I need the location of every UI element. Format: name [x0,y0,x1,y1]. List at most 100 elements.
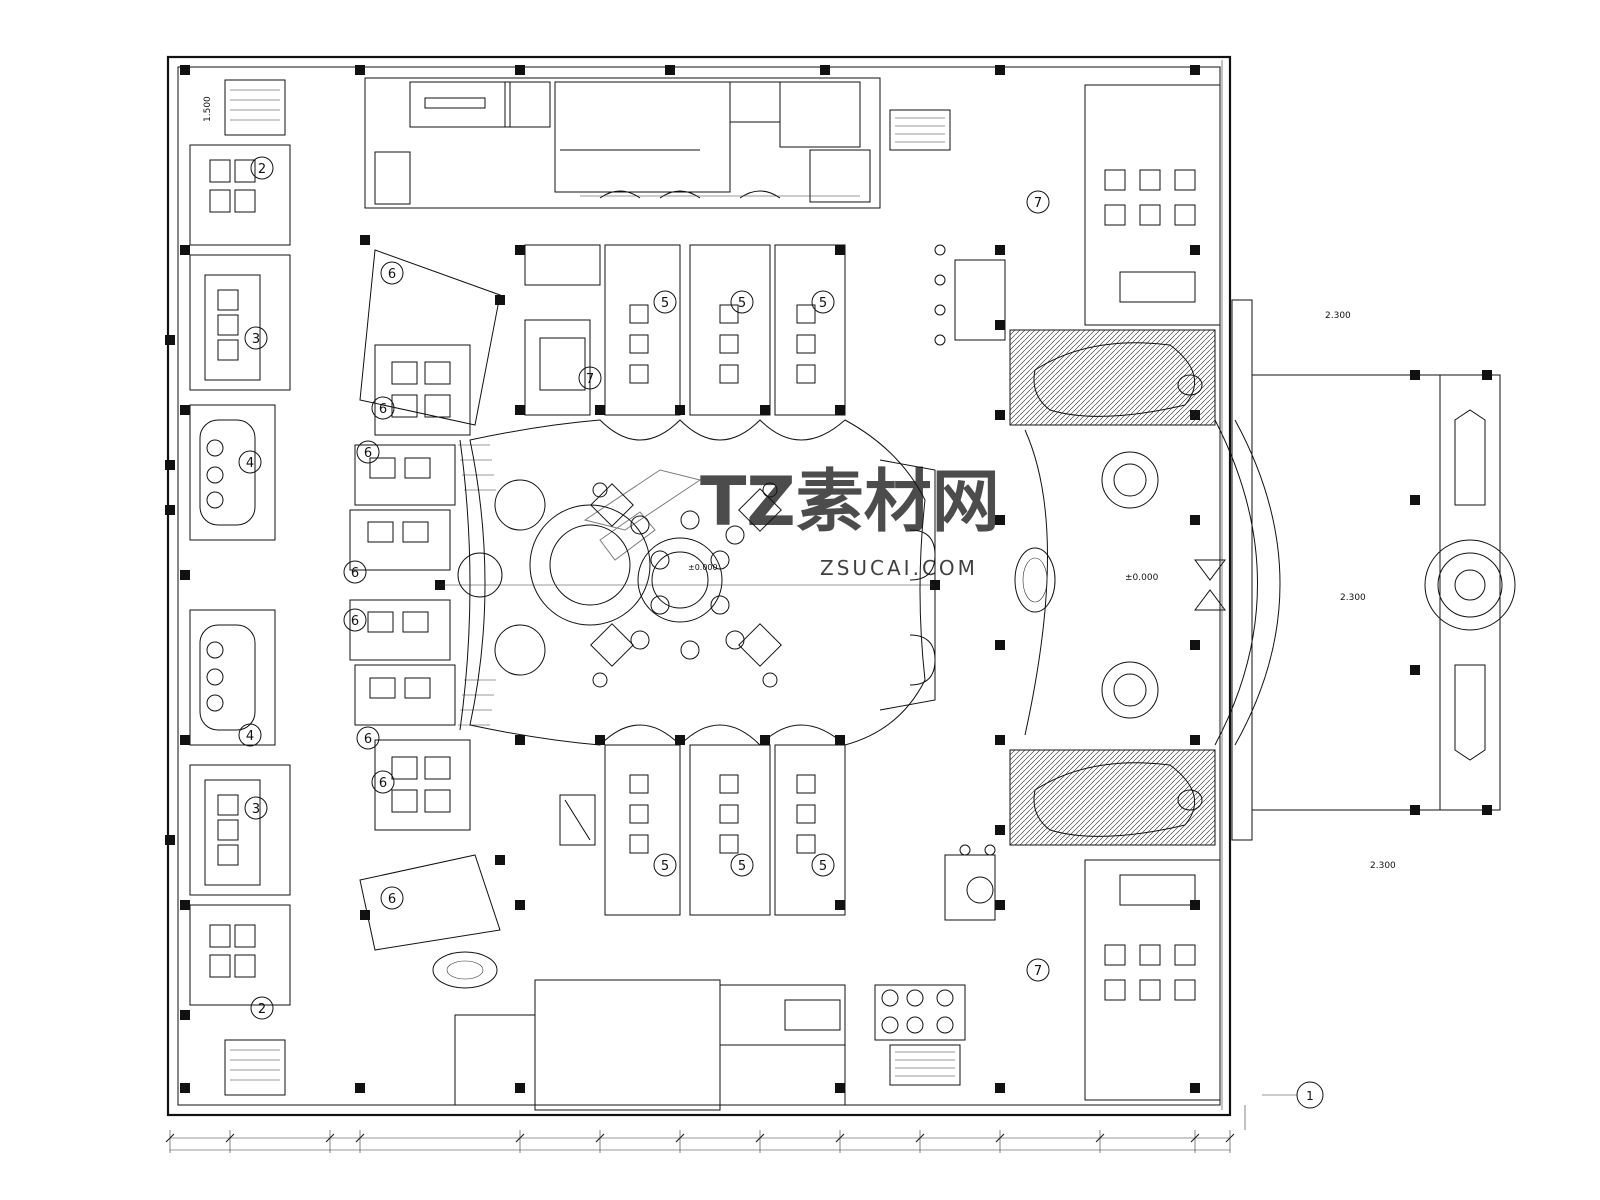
column [995,65,1005,75]
column [995,410,1005,420]
grid-axis-label: 1 [1306,1089,1314,1103]
zone-label: 5 [819,859,827,874]
column [835,1083,845,1093]
column [995,320,1005,330]
column [515,245,525,255]
round-table [680,640,700,660]
zone-label: 6 [379,776,387,791]
column [355,65,365,75]
column [165,835,175,845]
column [165,505,175,515]
column [495,295,505,305]
column [180,405,190,415]
column [1190,1083,1200,1093]
column [675,735,685,745]
zone-label: 6 [351,566,359,581]
column [1410,805,1420,815]
structural-columns [165,65,1492,1093]
column [1410,665,1420,675]
watermark: TZ素材网 ZSUCAI.COM [583,463,1000,580]
column [180,570,190,580]
dim-left-top: 1.500 [203,96,213,122]
grid-axis-bubble: 1 [1262,1081,1324,1109]
column [515,735,525,745]
lounge-seat [934,274,946,286]
zone-label: 5 [661,296,669,311]
dim-east-mid: 2.300 [1340,593,1366,603]
column [1410,370,1420,380]
zone-label: 7 [586,372,594,387]
zone-label: 2 [258,1002,266,1017]
round-table [650,550,670,570]
column [995,735,1005,745]
column [835,405,845,415]
column [165,460,175,470]
column [595,405,605,415]
column [515,1083,525,1093]
outer-walls [166,55,1501,1117]
zone-label: 6 [351,614,359,629]
column [835,900,845,910]
column [1410,495,1420,505]
east-lobby [1009,329,1516,846]
round-table [630,630,650,650]
dimension-ticks [165,1130,1235,1153]
zone-label: 6 [388,267,396,282]
column [180,1010,190,1020]
column [180,65,190,75]
column [515,405,525,415]
square-table [590,623,634,667]
round-table [630,515,650,535]
column [355,1083,365,1093]
zone-markers: 2 2 3 3 4 4 5 5 5 5 5 5 6 6 6 6 6 6 6 6 … [238,156,1050,1020]
zone-label: 4 [246,729,254,744]
zone-label: 5 [819,296,827,311]
left-private-rooms [189,144,291,1096]
column [495,855,505,865]
lounge-seat [934,334,946,346]
column [595,735,605,745]
round-table [592,672,608,688]
lounge-seat [934,304,946,316]
column [1190,65,1200,75]
column [835,245,845,255]
column [1190,245,1200,255]
column [180,1083,190,1093]
column [995,640,1005,650]
zone-label: 6 [364,732,372,747]
column [995,900,1005,910]
column [1190,735,1200,745]
column [1190,640,1200,650]
zone-label: 7 [1034,196,1042,211]
zone-label: 7 [1034,964,1042,979]
round-table [725,525,745,545]
zone-label: 5 [738,296,746,311]
vip-rooms [524,244,846,916]
column [995,515,1005,525]
column [165,335,175,345]
west-fan-rooms [349,249,501,951]
banquet-tables [590,244,996,856]
column [360,235,370,245]
dim-east-bottom: 2.300 [1370,861,1396,871]
zone-label: 2 [258,162,266,177]
round-table [725,630,745,650]
zone-label: 6 [379,402,387,417]
column [515,900,525,910]
watermark-url: ZSUCAI.COM [820,556,978,580]
level-central: ±0.000 [688,563,718,572]
zone-label: 6 [364,446,372,461]
zone-label: 5 [738,859,746,874]
column [1190,515,1200,525]
round-table [762,672,778,688]
round-table [762,482,778,498]
dimension-lines [170,60,1246,1151]
column [1482,805,1492,815]
column [180,245,190,255]
zone-label: 3 [252,332,260,347]
column [820,65,830,75]
lounge-seat [934,244,946,256]
lounge-seat [959,844,971,856]
round-table [710,595,730,615]
